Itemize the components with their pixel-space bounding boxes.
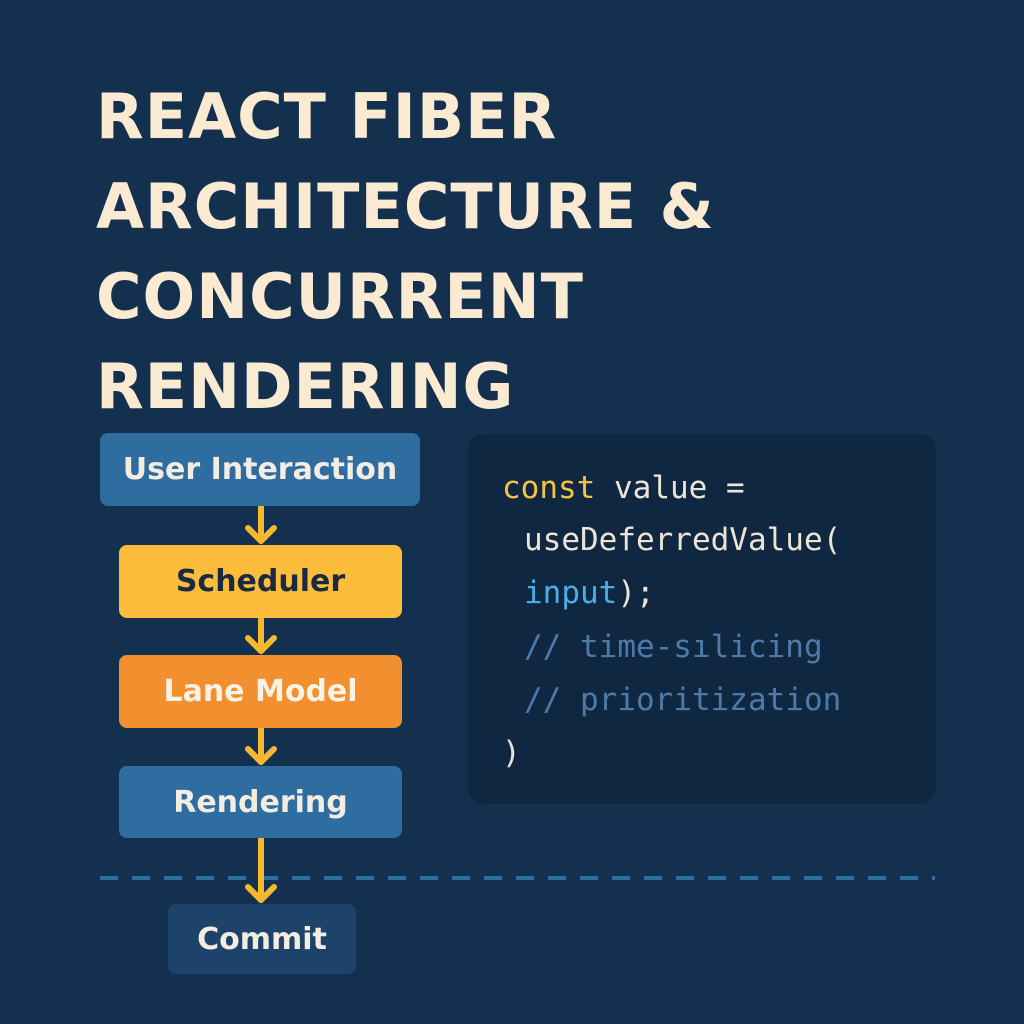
title-line-1: REACT FIBER <box>96 80 558 153</box>
code-line-4: // time-sılicing <box>524 627 823 667</box>
title-line-4: RENDERING <box>96 350 515 423</box>
title-line-2: ARCHITECTURE & <box>96 170 715 243</box>
title-line-3: CONCURRENT <box>96 260 584 333</box>
page-title: REACT FIBER ARCHITECTURE & CONCURRENT RE… <box>96 72 996 432</box>
code-line-3: input); <box>524 573 655 613</box>
code-line-2: useDeferredValue( <box>524 520 841 560</box>
flow-diagram: User Interaction Scheduler Lane Model Re… <box>100 433 420 974</box>
code-comment: // time-sılicing <box>524 629 823 665</box>
code-text: ); <box>617 575 655 611</box>
step-scheduler: Scheduler <box>119 545 402 618</box>
code-text: value = <box>595 470 745 506</box>
code-line-5: // prioritization <box>524 680 841 720</box>
step-user-interaction: User Interaction <box>100 433 420 506</box>
step-rendering: Rendering <box>119 766 402 838</box>
code-comment: // prioritization <box>524 682 842 718</box>
code-text: useDeferredValue( <box>524 522 842 558</box>
code-text: ) <box>502 735 521 771</box>
code-keyword: const <box>502 470 596 506</box>
step-lane-model: Lane Model <box>119 655 402 728</box>
code-param: input <box>524 575 618 611</box>
step-commit: Commit <box>168 904 356 974</box>
code-line-6: ) <box>502 733 521 773</box>
code-panel: const value = useDeferredValue( input); … <box>468 434 936 804</box>
code-line-1: const value = <box>502 468 745 508</box>
